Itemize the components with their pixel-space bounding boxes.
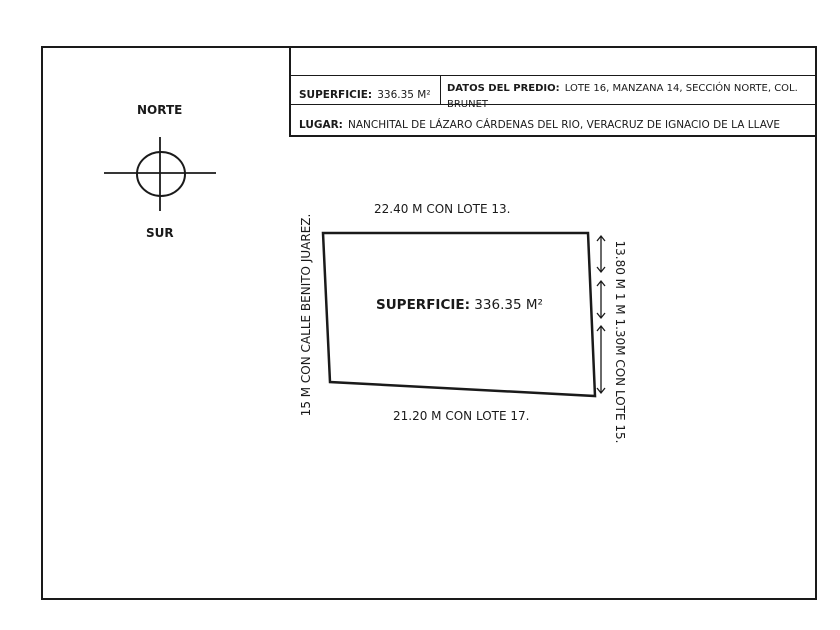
bottom-boundary-label: 21.20 M CON LOTE 17. [393, 409, 530, 423]
compass-south-label: SUR [146, 226, 174, 240]
arrow-segment-2 [596, 279, 606, 320]
right-boundary-label: 13.80 M 1 M 1.30M CON LOTE 15. [613, 240, 627, 444]
info-row-blank [291, 46, 817, 76]
drawing-frame [41, 46, 817, 600]
compass-north-label: NORTE [137, 103, 183, 117]
info-row-superficie-datos: SUPERFICIE: 336.35 M² DATOS DEL PREDIO: … [291, 76, 817, 110]
arrow-segment-1 [596, 234, 606, 274]
area-label: SUPERFICIE: [376, 297, 470, 313]
compass-icon [104, 137, 216, 211]
superficie-cell: SUPERFICIE: 336.35 M² [291, 76, 441, 104]
superficie-value: 336.35 M² [377, 89, 431, 101]
datos-cell: DATOS DEL PREDIO: LOTE 16, MANZANA 14, S… [441, 76, 817, 110]
left-boundary-label: 15 M CON CALLE BENITO JUAREZ. [299, 213, 313, 417]
datos-value: LOTE 16, MANZANA 14, SECCIÓN NORTE, COL.… [447, 83, 798, 110]
datos-label: DATOS DEL PREDIO: [447, 83, 560, 94]
plot-area-label: SUPERFICIE: 336.35 M² [376, 297, 543, 313]
lugar-label: LUGAR: [299, 119, 343, 131]
dimension-arrows [596, 234, 606, 395]
arrow-segment-3 [596, 324, 606, 395]
top-boundary-label: 22.40 M CON LOTE 13. [374, 202, 511, 216]
info-row-lugar: LUGAR: NANCHITAL DE LÁZARO CÁRDENAS DEL … [291, 105, 817, 135]
info-table: SUPERFICIE: 336.35 M² DATOS DEL PREDIO: … [289, 46, 817, 137]
lugar-cell: LUGAR: NANCHITAL DE LÁZARO CÁRDENAS DEL … [291, 105, 817, 135]
compass-circle [136, 151, 186, 197]
area-value: 336.35 M² [474, 297, 543, 313]
lugar-value: NANCHITAL DE LÁZARO CÁRDENAS DEL RIO, VE… [347, 119, 781, 131]
plot-outline [321, 231, 597, 398]
superficie-label: SUPERFICIE: [299, 89, 373, 101]
